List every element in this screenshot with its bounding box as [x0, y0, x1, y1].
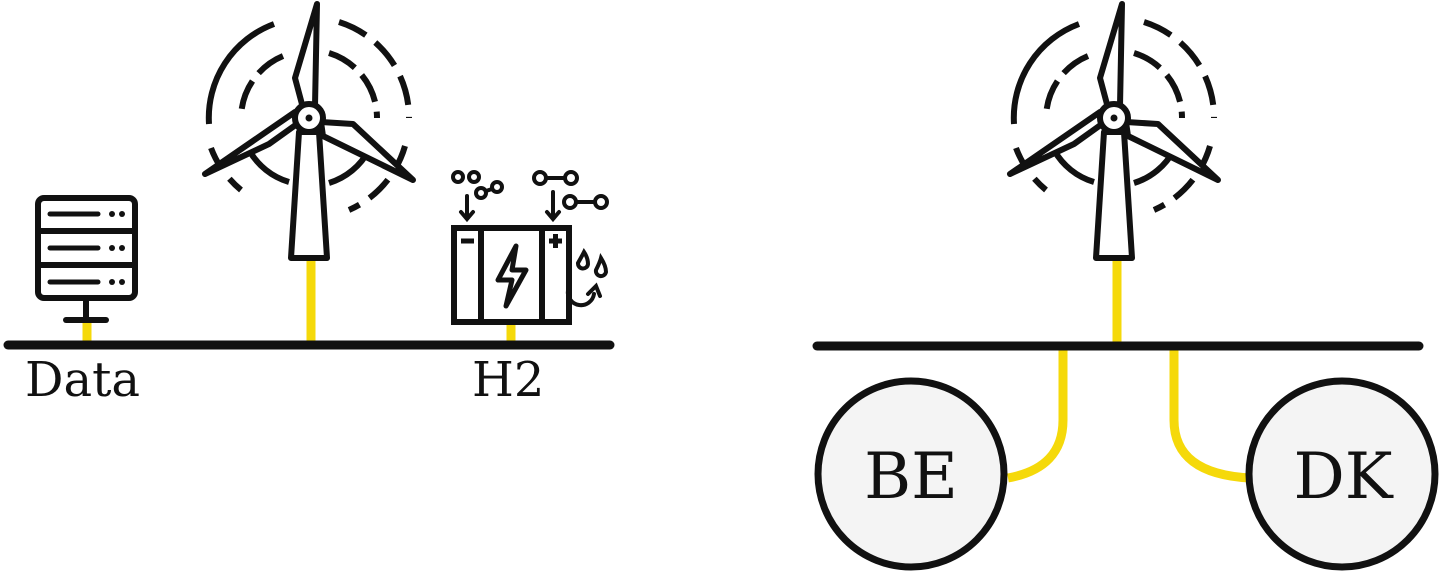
right-diagram — [812, 4, 1439, 571]
label-data: Data — [25, 352, 141, 408]
server-rack-icon — [35, 195, 138, 323]
wind-turbine-icon — [205, 4, 413, 258]
wind-turbine-icon — [1010, 4, 1218, 258]
node-be-circle — [814, 377, 1008, 571]
electrolyzer-icon — [451, 170, 609, 325]
node-be-label: BE — [864, 440, 958, 514]
node-dk-label: DK — [1293, 440, 1393, 514]
cable-be — [1007, 346, 1068, 483]
left-diagram — [3, 4, 615, 350]
label-h2: H2 — [472, 352, 545, 408]
node-dk-circle — [1245, 377, 1439, 571]
cable-dk — [1169, 346, 1251, 483]
